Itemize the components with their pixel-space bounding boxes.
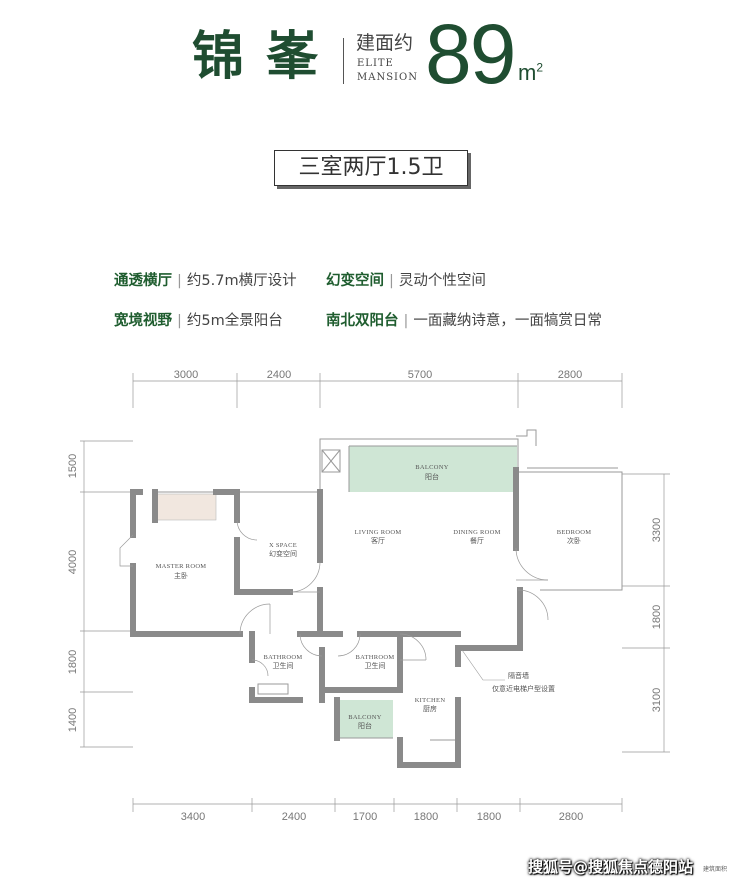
dim-top-3: 5700 [408,369,432,381]
unit-name-en-line1: ELITE [357,58,394,69]
door-swings [119,519,549,677]
feature-key: 宽境视野 [114,313,172,329]
feature-key: 通透横厅 [114,273,172,289]
feature-separator: | [177,313,182,329]
room-kitchen-en: KITCHEN [415,697,446,704]
feature-key: 幻变空间 [326,273,384,289]
feature-separator: | [177,273,182,289]
dim-bottom-4: 1800 [414,811,438,823]
unit-name-en-line2: MANSION [357,72,418,83]
room-balcony-main-cn: 阳台 [425,472,439,481]
feature-value: 约5.7m横厅设计 [186,273,297,289]
dim-left-3: 1800 [67,650,79,674]
balcony-small-fill [337,700,393,738]
room-balcony-small-cn: 阳台 [358,721,372,730]
dimension-lines [80,373,670,812]
dim-bottom-1: 3400 [181,811,205,823]
area-unit: m2 [518,60,543,86]
room-bath1-cn: 卫生间 [273,661,294,670]
room-balcony-small-en: BALCONY [348,714,382,721]
room-living-cn: 客厅 [371,536,385,545]
watermark-small: 建筑面积 [703,866,728,873]
room-kitchen-cn: 厨房 [423,704,437,713]
area-value: 89 [425,7,516,101]
feature-separator: | [403,313,409,329]
room-xspace-en: X SPACE [269,542,297,549]
room-bath1-en: BATHROOM [264,654,303,661]
room-living-en: LIVING ROOM [355,529,402,536]
room-bath2-cn: 卫生间 [365,661,386,670]
unit-name: 锦峯 [192,26,341,87]
room-master-en: MASTER ROOM [156,563,207,570]
dim-top-4: 2800 [558,369,582,381]
bay-window [154,493,217,521]
room-master-cn: 主卧 [174,571,188,580]
balcony-main-fill [349,446,517,492]
area-unit-base: m [518,60,537,85]
watermark: 搜狐号@搜狐焦点德阳站 [528,858,694,876]
layout-type-badge: 三室两厅1.5卫 [274,150,468,186]
note-leader-line [461,649,505,681]
room-xspace-cn: 幻变空间 [269,549,297,558]
room-dining-en: DINING ROOM [453,529,501,536]
feature-separator: | [389,273,394,289]
room-balcony-main-en: BALCONY [415,464,449,471]
area-label: 建面约 [356,32,414,54]
dim-right-1: 3300 [651,518,663,542]
dim-right-2: 1800 [651,605,663,629]
title-divider [343,38,344,84]
dim-bottom-6: 2800 [559,811,583,823]
note-wall-desc: 仅意近电梯户型设置 [492,684,555,693]
feature-value: 约5m全景阳台 [186,313,283,329]
room-bedroom-en: BEDROOM [557,529,592,536]
dim-top-2: 2400 [267,369,291,381]
room-bedroom-cn: 次卧 [567,536,581,545]
feature-value: 一面藏纳诗意，一面犒赏日常 [413,313,602,329]
room-dining-cn: 餐厅 [470,536,484,545]
note-wall-title: 隔音墙 [508,671,529,680]
feature-item: 宽境视野 |约5m全景阳台 [114,310,283,332]
dim-left-1: 1500 [67,454,79,478]
room-bath2-en: BATHROOM [356,654,395,661]
feature-value: 灵动个性空间 [398,273,486,289]
feature-item: 幻变空间 |灵动个性空间 [326,270,486,292]
dim-bottom-5: 1800 [477,811,501,823]
feature-item: 南北双阳台|一面藏纳诗意，一面犒赏日常 [326,310,602,332]
dim-left-4: 1400 [67,708,79,732]
dim-bottom-3: 1700 [353,811,377,823]
dim-bottom-2: 2400 [282,811,306,823]
feature-key: 南北双阳台 [326,313,399,329]
dim-left-2: 4000 [67,550,79,574]
dim-right-3: 3100 [651,688,663,712]
area-unit-sup: 2 [536,60,544,75]
dim-top-1: 3000 [174,369,198,381]
feature-item: 通透横厅 |约5.7m横厅设计 [114,270,297,292]
thick-walls [130,467,523,768]
